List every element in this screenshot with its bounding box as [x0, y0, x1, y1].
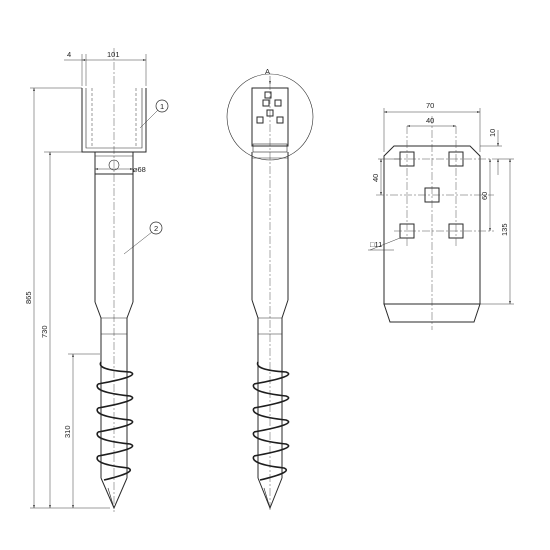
callout-1-leader	[139, 109, 159, 129]
dim-plate-height	[480, 158, 514, 305]
callout-2-leader	[123, 231, 153, 255]
dim-helix-length-label: 310	[63, 425, 72, 438]
plate-detail-view: 70 40 10 40 60 135 □11	[368, 101, 514, 330]
dim-top-socket	[64, 54, 147, 86]
hole-centerlines	[376, 126, 498, 246]
callout-1-bubble	[155, 99, 169, 113]
dim-shaft-length	[44, 151, 82, 508]
dim-side-offset-label: 40	[371, 174, 380, 182]
detail-circle	[226, 73, 314, 161]
dim-hole-size-label: □11	[370, 240, 382, 249]
front-plate	[251, 87, 289, 153]
dim-total-length-label: 865	[24, 291, 33, 304]
dim-hole-spacing-label: 40	[426, 116, 434, 125]
callout-2-label: 2	[154, 224, 158, 233]
dim-plate-width-label: 70	[426, 101, 434, 110]
dim-side-offset	[378, 158, 400, 195]
helix-screw	[96, 361, 134, 481]
side-view: 4 101 ⌀68 865 730 310 1 2	[24, 48, 169, 512]
dim-top-offset-label: 10	[488, 129, 497, 137]
pipe-collar	[94, 151, 134, 175]
section-label: A	[265, 67, 270, 76]
dim-wall-thickness-label: 4	[67, 50, 71, 59]
dim-total-length	[30, 87, 110, 509]
dim-plate-height-label: 135	[500, 223, 509, 236]
dim-pipe-diameter-label: ⌀68	[133, 165, 146, 174]
dim-center-spacing-label: 60	[480, 192, 489, 200]
dim-top-offset	[480, 130, 502, 175]
front-view: A	[226, 67, 314, 512]
callout-2-bubble	[149, 221, 163, 235]
callout-1-label: 1	[160, 102, 164, 111]
main-pipe	[94, 174, 134, 510]
dim-socket-width-label: 101	[107, 50, 120, 59]
dim-plate-width	[383, 108, 481, 152]
dim-shaft-length-label: 730	[40, 325, 49, 338]
plate-base	[383, 303, 481, 323]
dim-hole-size-leader	[369, 237, 401, 251]
front-helix-screw	[252, 361, 290, 481]
dim-helix-length	[68, 353, 100, 508]
